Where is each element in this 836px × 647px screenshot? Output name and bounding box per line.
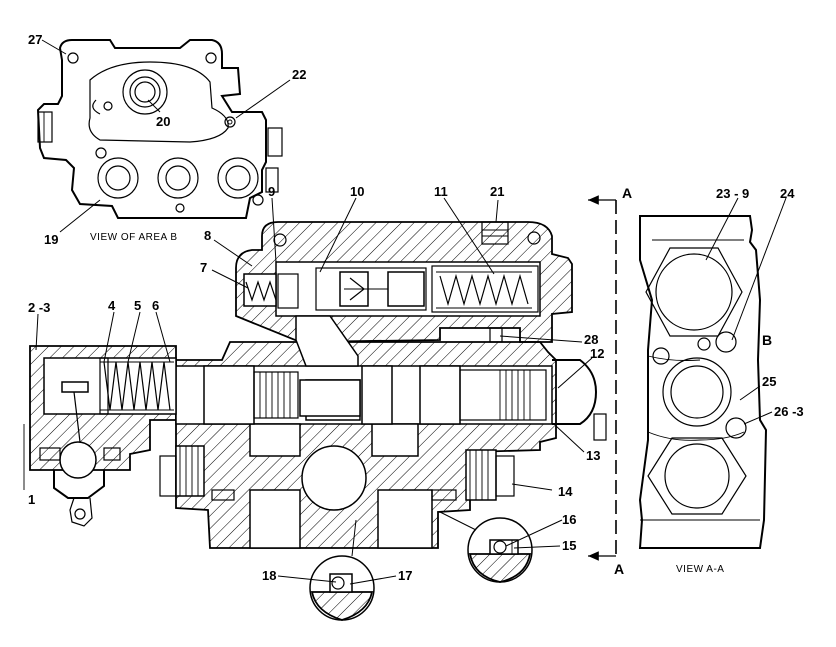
callout-12: 12 (590, 346, 604, 361)
callout-4: 4 (108, 298, 116, 313)
area-marker-b: B (762, 332, 772, 348)
callout-16: 16 (562, 512, 576, 527)
callout-1: 1 (28, 492, 35, 507)
callout-17: 17 (398, 568, 412, 583)
callout-23-9: 23 - 9 (716, 186, 749, 201)
callout-14: 14 (558, 484, 573, 499)
callout-2-3: 2 -3 (28, 300, 50, 315)
view-captions: VIEW OF AREA B VIEW A-A A A B (90, 185, 772, 577)
callout-18: 18 (262, 568, 276, 583)
callout-22: 22 (292, 67, 306, 82)
callout-labels: 27 22 20 19 9 10 11 21 8 7 2 -3 4 5 6 28… (28, 32, 804, 583)
callout-21: 21 (490, 184, 504, 199)
callout-24: 24 (780, 186, 795, 201)
caption-view-of-area-b: VIEW OF AREA B (90, 232, 178, 243)
section-line-a-a (588, 195, 617, 561)
callout-11: 11 (434, 184, 448, 199)
view-a-a (638, 215, 768, 549)
callout-6: 6 (152, 298, 159, 313)
callout-19: 19 (44, 232, 58, 247)
seal-detail-right (467, 517, 533, 583)
callout-20: 20 (156, 114, 170, 129)
view-of-area-b (36, 39, 283, 219)
callout-13: 13 (586, 448, 600, 463)
callout-15: 15 (562, 538, 576, 553)
callout-9: 9 (268, 184, 275, 199)
callout-28: 28 (584, 332, 598, 347)
callout-27: 27 (28, 32, 42, 47)
seal-detail-left (309, 555, 375, 621)
callout-25: 25 (762, 374, 776, 389)
main-section-view (23, 221, 607, 549)
caption-view-a-a: VIEW A-A (676, 564, 724, 575)
leader-lines (35, 39, 787, 585)
section-marker-a-bottom: A (614, 561, 624, 577)
callout-5: 5 (134, 298, 141, 313)
section-marker-a-top: A (622, 185, 632, 201)
callout-8: 8 (204, 228, 211, 243)
callout-26-3: 26 -3 (774, 404, 804, 419)
callout-7: 7 (200, 260, 207, 275)
callout-10: 10 (350, 184, 364, 199)
